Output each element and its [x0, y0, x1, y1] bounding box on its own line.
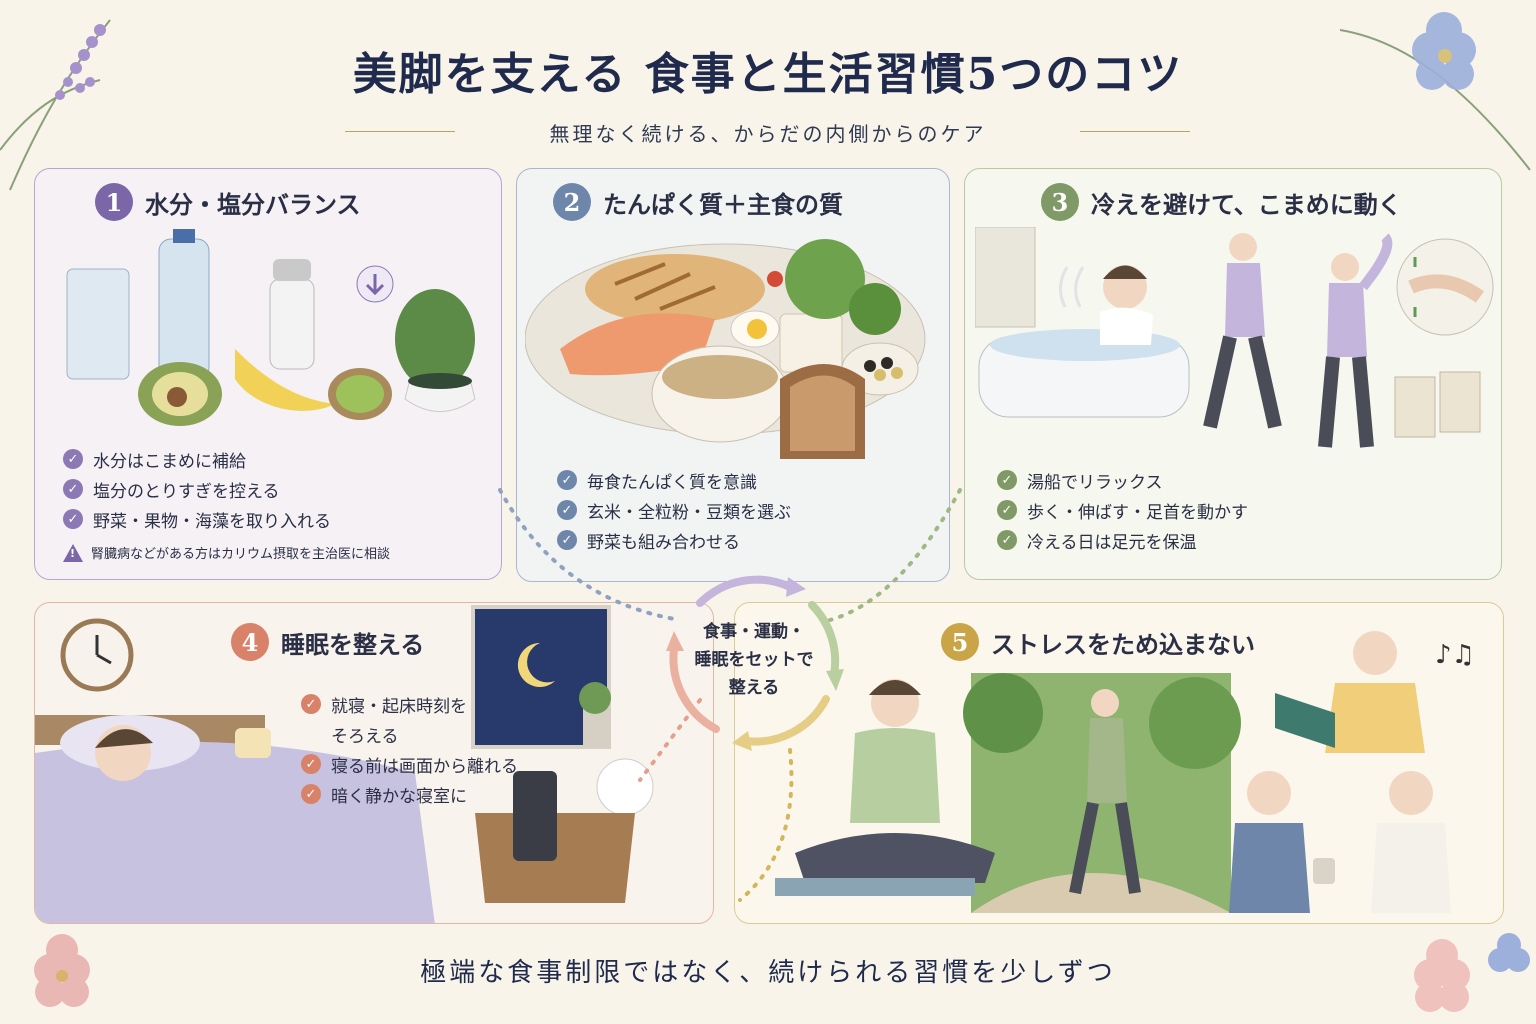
section-1-title: 水分・塩分バランス	[145, 189, 361, 219]
page-subtitle: 無理なく続ける、からだの内側からのケア	[549, 122, 987, 146]
svg-text:♪♫: ♪♫	[1435, 640, 1475, 670]
section-4-header: 4 睡眠を整える	[231, 623, 424, 661]
section-5-header: 5 ストレスをため込まない	[941, 623, 1255, 661]
section-water-salt: 1 水分・塩分バランス ✓水分はこまめに補給 ✓塩分のとりすぎを控える ✓野菜・…	[34, 168, 502, 580]
section-1-header: 1 水分・塩分バランス	[95, 183, 361, 221]
pink-blue-flower-decoration-icon	[1414, 933, 1530, 1012]
list-item: ✓寝る前は画面から離れる	[301, 749, 518, 779]
section-sleep: 4 睡眠を整える ✓就寝・起床時刻を そろえる ✓寝る前は画面から離れる ✓暗く…	[34, 602, 714, 924]
list-item: ✓野菜も組み合わせる	[557, 525, 791, 555]
list-item: ✓歩く・伸ばす・足首を動かす	[997, 495, 1248, 525]
list-item: ✓水分はこまめに補給	[63, 444, 331, 474]
list-item: ✓暗く静かな寝室に	[301, 779, 518, 809]
check-icon: ✓	[557, 470, 577, 490]
check-icon: ✓	[557, 500, 577, 520]
section-protein-staple: 2 たんぱく質＋主食の質 ✓毎食たんぱく質を意識 ✓玄米・全粒粉・豆類を選ぶ ✓…	[516, 168, 950, 582]
check-icon: ✓	[301, 754, 321, 774]
center-message: 食事・運動・ 睡眠をセットで 整える	[694, 622, 814, 698]
cycle-arrows-icon	[666, 575, 844, 751]
list-item: ✓就寝・起床時刻を	[301, 689, 518, 719]
section-2-number: 2	[553, 183, 591, 221]
section-1-number: 1	[95, 183, 133, 221]
list-item: ✓塩分のとりすぎを控える	[63, 474, 331, 504]
section-2-list: ✓毎食たんぱく質を意識 ✓玄米・全粒粉・豆類を選ぶ ✓野菜も組み合わせる	[557, 465, 791, 555]
check-icon: ✓	[997, 470, 1017, 490]
subtitle-left-divider	[345, 131, 455, 132]
list-item: ✓玄米・全粒粉・豆類を選ぶ	[557, 495, 791, 525]
section-2-header: 2 たんぱく質＋主食の質	[553, 183, 843, 221]
check-icon: ✓	[557, 530, 577, 550]
warning-icon: !	[63, 543, 83, 562]
check-icon: ✓	[997, 500, 1017, 520]
section-4-title: 睡眠を整える	[281, 629, 425, 659]
section-3-title: 冷えを避けて、こまめに動く	[1091, 189, 1402, 219]
check-icon: ✓	[63, 509, 83, 529]
section-warmth-movement: 3 冷えを避けて、こまめに動く ✓湯船でリラックス ✓歩く・伸ばす・足首を動かす…	[964, 168, 1502, 580]
list-item: ✓野菜・果物・海藻を取り入れる	[63, 504, 331, 534]
pink-flower-decoration-icon	[34, 934, 90, 1007]
section-3-header: 3 冷えを避けて、こまめに動く	[1041, 183, 1402, 221]
section-3-number: 3	[1041, 183, 1079, 221]
sleep-illustration-icon	[35, 605, 654, 923]
section-5-number: 5	[941, 623, 979, 661]
check-icon: ✓	[301, 694, 321, 714]
subtitle-right-divider	[1080, 131, 1190, 132]
check-icon: ✓	[63, 479, 83, 499]
blue-flower-decoration-icon	[1340, 12, 1531, 171]
section-1-note: ! 腎臓病などがある方はカリウム摂取を主治医に相談	[63, 543, 390, 562]
lavender-decoration-icon	[0, 19, 111, 191]
section-5-title: ストレスをため込まない	[991, 629, 1255, 659]
section-3-list: ✓湯船でリラックス ✓歩く・伸ばす・足首を動かす ✓冷える日は足元を保温	[997, 465, 1248, 555]
list-item: そろえる	[331, 726, 399, 747]
page-title: 美脚を支える 食事と生活習慣5つのコツ	[352, 49, 1184, 100]
check-icon: ✓	[997, 530, 1017, 550]
section-1-list: ✓水分はこまめに補給 ✓塩分のとりすぎを控える ✓野菜・果物・海藻を取り入れる	[63, 444, 331, 534]
water-food-illustration-icon	[66, 229, 476, 426]
section-4-number: 4	[231, 623, 269, 661]
section-2-title: たんぱく質＋主食の質	[603, 189, 843, 219]
section-4-list: ✓就寝・起床時刻を そろえる ✓寝る前は画面から離れる ✓暗く静かな寝室に	[301, 689, 518, 809]
protein-meal-illustration-icon	[525, 239, 926, 459]
list-item: ✓湯船でリラックス	[997, 465, 1248, 495]
stress-relief-illustration-icon: ♪♫	[775, 631, 1475, 913]
bath-exercise-illustration-icon	[975, 227, 1494, 448]
list-item: ✓冷える日は足元を保温	[997, 525, 1248, 555]
section-stress: ♪♫ 5 ストレスをため込まない	[734, 602, 1504, 924]
list-item: ✓毎食たんぱく質を意識	[557, 465, 791, 495]
check-icon: ✓	[301, 784, 321, 804]
footer-message: 極端な食事制限ではなく、続けられる習慣を少しずつ	[420, 958, 1116, 988]
check-icon: ✓	[63, 449, 83, 469]
